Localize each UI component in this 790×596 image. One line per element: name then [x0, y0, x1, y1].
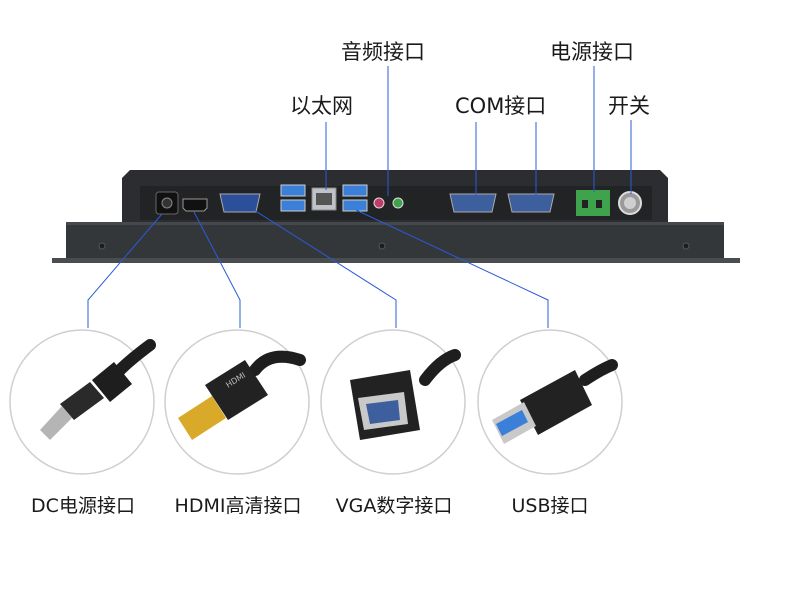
com-port-icon	[507, 193, 555, 213]
device-base	[52, 258, 740, 263]
hdmi-caption: HDMI高清接口	[174, 495, 302, 517]
usb-port-icon	[280, 199, 306, 212]
vga-caption: VGA数字接口	[335, 495, 453, 517]
usb-port-icon	[280, 184, 306, 197]
screw-icon	[682, 242, 690, 250]
screw-icon	[98, 242, 106, 250]
usb-port-icon	[342, 184, 368, 197]
leader-lines-bottom	[87, 209, 549, 328]
audio-jack-icon	[373, 197, 385, 209]
vga-cable-icon	[350, 349, 461, 440]
ethernet-label: 以太网	[290, 94, 353, 118]
leader-lines-top	[325, 66, 632, 196]
audio-jack-icon	[392, 197, 404, 209]
power-port-label: 电源接口	[550, 40, 634, 64]
usb-port-icon	[342, 199, 368, 212]
com-port-icon	[449, 193, 497, 213]
dc-power-caption: DC电源接口	[31, 495, 135, 517]
screw-icon	[378, 242, 386, 250]
usb-cable-icon	[492, 359, 618, 444]
usb-caption: USB接口	[511, 495, 589, 517]
hdmi-port-icon	[182, 198, 208, 212]
audio-port-label: 音频接口	[341, 40, 425, 64]
hdmi-cable-icon: HDMI	[178, 350, 306, 440]
power-terminal-icon	[576, 190, 610, 216]
dc-plug-icon	[40, 339, 156, 440]
device-flange	[66, 222, 724, 258]
vga-port-icon	[219, 193, 261, 213]
switch-label: 开关	[608, 94, 650, 118]
com-port-label: COM接口	[455, 94, 547, 118]
